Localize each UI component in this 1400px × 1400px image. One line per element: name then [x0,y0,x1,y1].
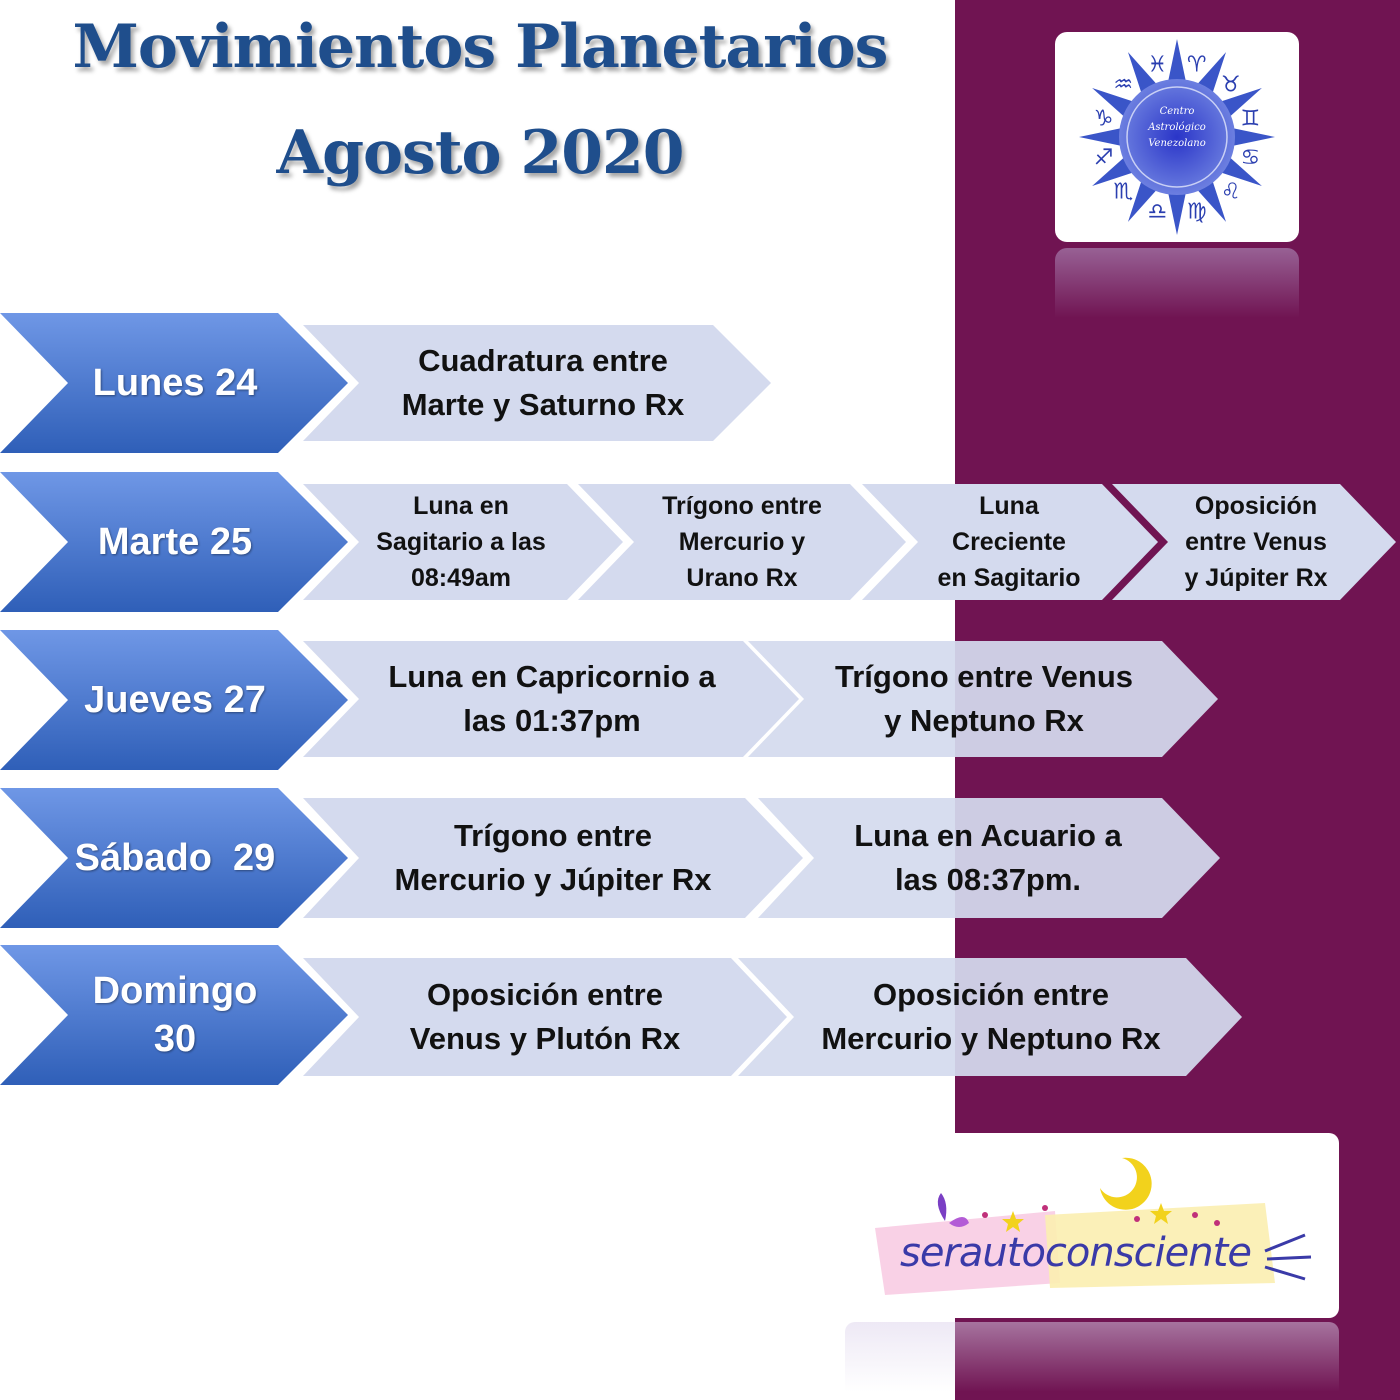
brand-reflection [845,1322,1339,1392]
brand-logo-icon [875,1157,1312,1295]
zodiac-glyph-icon: ♐ [1094,146,1114,171]
day-chevron-sabado: Sábado 29 [0,788,350,928]
day-label: Marte 25 [97,521,253,563]
event-chevron: Trígono entre Venus y Neptuno Rx [748,641,1220,757]
event-text: Luna en Capricornio a las 01:37pm [388,659,716,738]
brand-card [845,1133,1339,1318]
event-chevron: Trígono entre Mercurio y Urano Rx [578,484,908,600]
logo-card: ♈ ♉♊ ♋♌ ♍ ♎ ♏ ♐ ♑ ♒ ♓ [1055,32,1299,242]
zodiac-glyph-icon: ♈ [1187,53,1207,78]
event-chevron: Oposición entre Venus y Plutón Rx [303,958,789,1076]
zodiac-glyph-icon: ♒ [1113,72,1133,97]
brand-name: serautoconsciente [900,1230,1252,1276]
zodiac-glyph-icon: ♎ [1147,199,1167,224]
event-text: Trígono entre Mercurio y Urano Rx [662,492,822,592]
event-chevron: Luna Creciente en Sagitario [862,484,1160,600]
title-line-2: Agosto 2020 [276,118,685,188]
event-chevron: Trígono entre Mercurio y Júpiter Rx [303,798,805,918]
event-text: Cuadratura entre Marte y Saturno Rx [401,343,685,422]
day-label: Sábado 29 [74,837,276,879]
event-text: Trígono entre Mercurio y Júpiter Rx [394,818,712,897]
zodiac-glyph-icon: ♌ [1221,180,1241,205]
event-chevron: Luna en Capricornio a las 01:37pm [303,641,801,757]
event-text: Trígono entre Venus y Neptuno Rx [835,659,1133,738]
zodiac-glyph-icon: ♍ [1187,199,1207,224]
day-label: Jueves 27 [84,679,266,721]
day-chevron-jueves: Jueves 27 [0,630,350,770]
day-chevron-marte: Marte 25 [0,472,350,612]
day-chevron-lunes: Lunes 24 [0,313,350,453]
event-text: Luna en Sagitario a las 08:49am [376,492,546,592]
event-chevron: Luna en Sagitario a las 08:49am [303,484,625,600]
day-label: Lunes 24 [92,362,258,404]
zodiac-glyph-icon: ♊ [1241,106,1261,131]
event-chevron: Oposición entre Mercurio y Neptuno Rx [738,958,1244,1076]
event-chevron: Luna en Acuario a las 08:37pm. [758,798,1222,918]
event-text: Luna en Acuario a las 08:37pm. [854,818,1122,897]
logo-reflection [1055,248,1299,318]
event-text: Oposición entre Venus y Plutón Rx [409,977,681,1056]
zodiac-glyph-icon: ♑ [1094,106,1114,131]
day-label: Domingo 30 [92,970,258,1060]
zodiac-glyph-icon: ♉ [1221,72,1241,97]
logo-text-line: Centro [1159,106,1195,117]
zodiac-glyph-icon: ♓ [1147,53,1167,78]
logo-text-line: Astrológico [1148,122,1206,133]
event-chevron: Cuadratura entre Marte y Saturno Rx [303,325,773,441]
zodiac-glyph-icon: ♏ [1113,180,1133,205]
title-line-1: Movimientos Planetarios [72,12,889,82]
zodiac-glyph-icon: ♋ [1241,146,1261,171]
event-chevron: Oposición entre Venus y Júpiter Rx [1112,484,1398,600]
event-text: Luna Creciente en Sagitario [937,492,1081,592]
event-text: Oposición entre Venus y Júpiter Rx [1184,492,1328,592]
zodiac-logo-icon: ♈ ♉♊ ♋♌ ♍ ♎ ♏ ♐ ♑ ♒ ♓ [1079,39,1275,235]
logo-text: Centro Astrológico Venezolano [1127,104,1227,152]
event-text: Oposición entre Mercurio y Neptuno Rx [821,977,1161,1056]
day-chevron-domingo: Domingo 30 [0,945,350,1085]
logo-text-line: Venezolano [1148,138,1206,149]
